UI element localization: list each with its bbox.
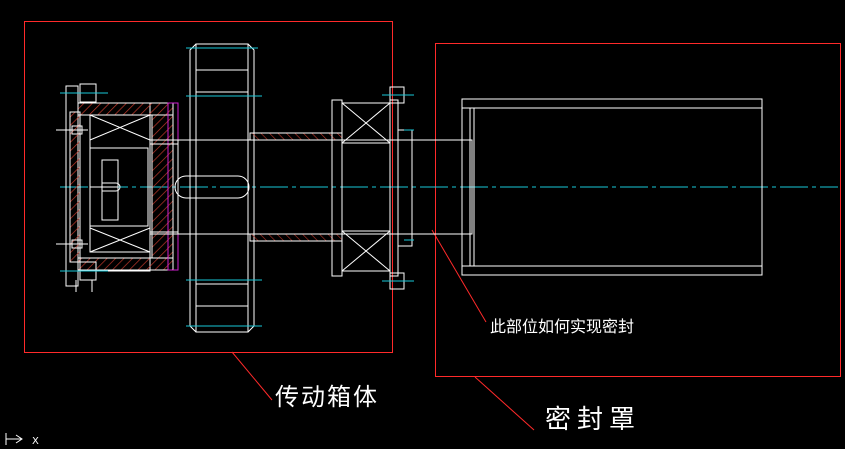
- left-bearing-housing: [65, 85, 174, 287]
- gearbox-leader: [231, 351, 273, 401]
- cover-leader: [474, 376, 535, 431]
- ucs-icon: [5, 433, 23, 445]
- cover-frame: [435, 43, 841, 377]
- cover-label: 密封罩: [545, 405, 641, 435]
- question-leader: [431, 229, 487, 323]
- right-bearing: [331, 86, 414, 290]
- gearbox-label: 传动箱体: [275, 383, 379, 411]
- left-flange-bolts: [56, 83, 108, 292]
- ucs-x-label: X: [32, 436, 39, 447]
- output-shaft: [342, 139, 473, 235]
- question-label: 此部位如何实现密封: [490, 317, 634, 336]
- shaft-sleeve: [149, 132, 343, 242]
- gear: [174, 43, 262, 333]
- drum: [461, 98, 763, 276]
